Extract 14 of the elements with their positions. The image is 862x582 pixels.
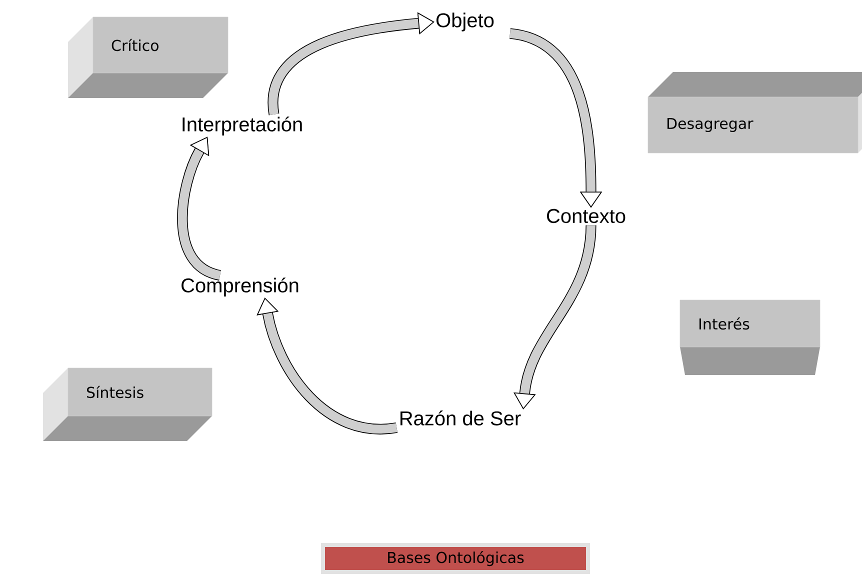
curved-arrow	[256, 298, 398, 434]
block-box: Síntesis	[43, 368, 212, 441]
step-label: Contexto	[547, 208, 626, 224]
step-label: Razón de Ser	[400, 410, 521, 426]
block-box: Interés	[680, 300, 820, 375]
block-box: Desagregar	[648, 72, 862, 154]
block-box: Crítico	[68, 16, 228, 98]
step-label: Comprensión	[182, 278, 298, 296]
step-label: Interpretación	[182, 116, 302, 136]
curved-arrow	[514, 224, 596, 410]
curved-arrow	[177, 136, 222, 280]
curved-arrow	[268, 12, 434, 115]
step-label: Objeto	[436, 12, 494, 32]
title-box: Bases Ontológicas	[321, 543, 590, 574]
